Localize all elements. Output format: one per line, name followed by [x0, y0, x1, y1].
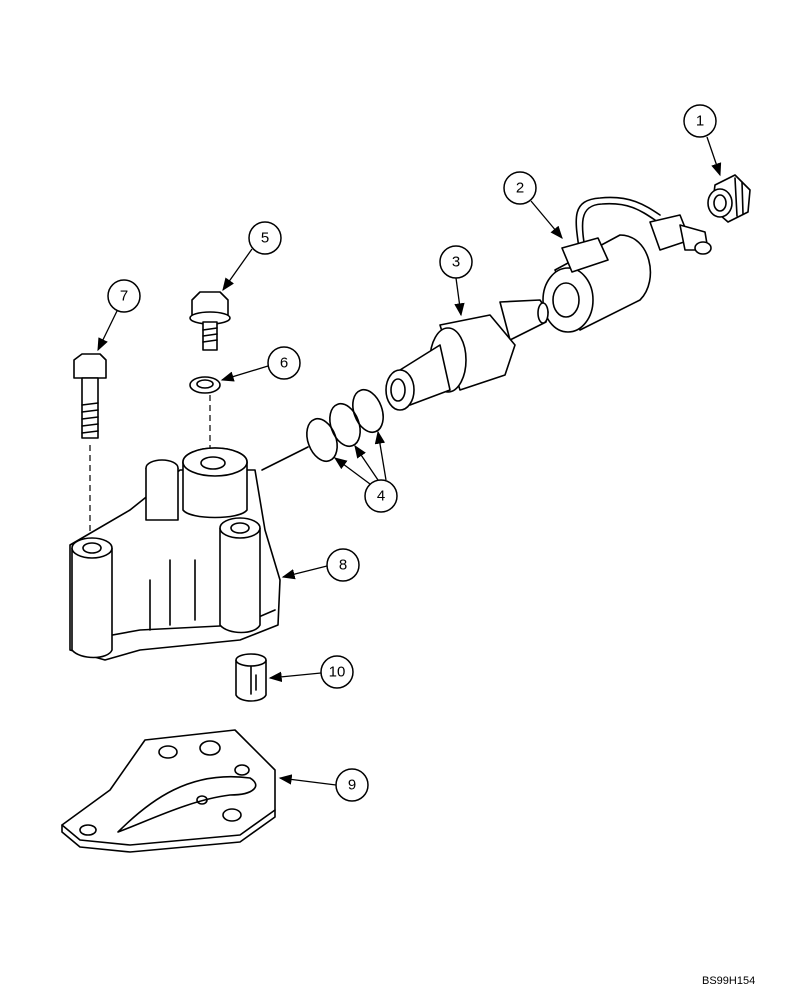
part-gasket: [61, 729, 276, 853]
callout-3: 3: [439, 245, 473, 317]
callout-4: 4: [333, 430, 398, 513]
part-valve-cartridge: [385, 299, 549, 411]
svg-text:10: 10: [329, 664, 346, 681]
part-washer: [189, 376, 221, 394]
part-flange-bolt: [189, 291, 231, 351]
svg-text:3: 3: [452, 254, 460, 271]
reference-code: BS99H154: [702, 975, 756, 987]
callout-5: 5: [222, 221, 282, 292]
svg-text:8: 8: [339, 557, 347, 574]
part-o-rings: [261, 388, 384, 471]
part-nut: [707, 174, 751, 223]
callout-2: 2: [503, 171, 563, 239]
part-sleeve: [235, 653, 267, 702]
callout-6: 6: [220, 346, 301, 382]
svg-text:9: 9: [348, 777, 356, 794]
svg-text:7: 7: [120, 288, 128, 305]
part-hex-bolt: [73, 353, 107, 439]
svg-text:6: 6: [280, 355, 288, 372]
part-valve-housing: [69, 447, 281, 661]
svg-text:4: 4: [377, 488, 385, 505]
callout-8: 8: [281, 548, 360, 582]
part-solenoid-coil: [542, 196, 712, 333]
callout-9: 9: [278, 768, 369, 802]
svg-text:2: 2: [516, 180, 524, 197]
svg-text:1: 1: [696, 113, 704, 130]
svg-text:5: 5: [261, 230, 269, 247]
callout-10: 10: [268, 655, 354, 689]
callout-1: 1: [683, 104, 722, 177]
callout-7: 7: [97, 279, 141, 352]
